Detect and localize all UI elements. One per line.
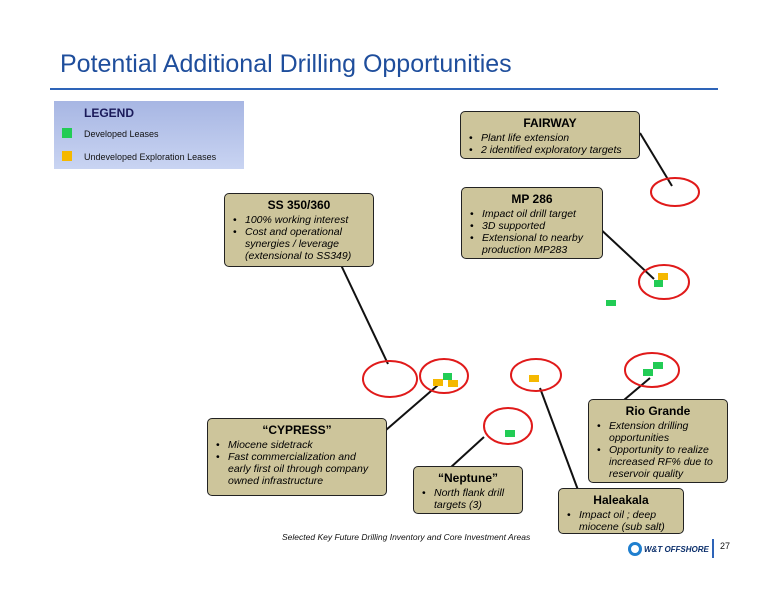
riogrande-bullet: Extension drilling opportunities bbox=[597, 420, 721, 444]
ss350-target-circle bbox=[362, 360, 418, 398]
haleakala-title: Haleakala bbox=[593, 493, 649, 507]
mp286-title: MP 286 bbox=[511, 192, 553, 206]
neptune-callout: “Neptune” North flank drill targets (3) bbox=[413, 466, 523, 514]
legend-title: LEGEND bbox=[84, 106, 135, 120]
riogrande-connector bbox=[623, 377, 651, 401]
cypress-target-circle bbox=[419, 358, 469, 394]
mp286-bullet: Impact oil drill target bbox=[470, 208, 596, 220]
haleakala-connector bbox=[539, 387, 579, 491]
slide-title: Potential Additional Drilling Opportunit… bbox=[60, 50, 512, 78]
riogrande-callout: Rio Grande Extension drilling opportunit… bbox=[588, 399, 728, 483]
title-rule bbox=[50, 88, 718, 90]
fairway-connector bbox=[639, 132, 673, 187]
fairway-title: FAIRWAY bbox=[523, 116, 577, 130]
cypress-undeveloped-lease-2 bbox=[448, 380, 458, 387]
haleakala-callout: Haleakala Impact oil ; deep miocene (sub… bbox=[558, 488, 684, 534]
mp286-target-circle bbox=[638, 264, 690, 300]
riogrande-developed-lease-2 bbox=[643, 369, 653, 376]
neptune-developed-lease bbox=[505, 430, 515, 437]
cypress-bullet: Miocene sidetrack bbox=[216, 439, 380, 451]
cypress-title: “CYPRESS” bbox=[262, 423, 332, 437]
developed-lease bbox=[606, 300, 616, 306]
haleakala-bullet: Impact oil ; deep miocene (sub salt) bbox=[567, 509, 677, 533]
riogrande-target-circle bbox=[624, 352, 680, 388]
ss350-connector bbox=[340, 264, 389, 365]
undeveloped-label: Undeveloped Exploration Leases bbox=[84, 152, 217, 162]
mp286-connector bbox=[595, 224, 655, 280]
mp286-callout: MP 286 Impact oil drill target 3D suppor… bbox=[461, 187, 603, 259]
footer-divider bbox=[712, 539, 714, 558]
mp286-developed-lease bbox=[654, 280, 663, 287]
mp286-undeveloped-lease bbox=[658, 273, 668, 280]
fairway-callout: FAIRWAY Plant life extension 2 identifie… bbox=[460, 111, 640, 159]
developed-swatch bbox=[62, 128, 72, 138]
mp286-bullet: 3D supported bbox=[470, 220, 596, 232]
riogrande-developed-lease-1 bbox=[653, 362, 663, 369]
slide-caption: Selected Key Future Drilling Inventory a… bbox=[282, 532, 531, 542]
cypress-connector bbox=[385, 384, 439, 431]
neptune-target-circle bbox=[483, 407, 533, 445]
neptune-title: “Neptune” bbox=[438, 471, 498, 485]
cypress-callout: “CYPRESS” Miocene sidetrack Fast commerc… bbox=[207, 418, 387, 496]
developed-label: Developed Leases bbox=[84, 129, 159, 139]
company-logo: W&T OFFSHORE bbox=[628, 541, 709, 557]
undeveloped-swatch bbox=[62, 151, 72, 161]
page-number: 27 bbox=[720, 541, 731, 551]
riogrande-title: Rio Grande bbox=[625, 404, 691, 418]
fairway-bullet: Plant life extension bbox=[469, 132, 633, 144]
logo-icon bbox=[628, 542, 642, 556]
ss350-bullet: Cost and operational synergies / leverag… bbox=[233, 226, 367, 262]
cypress-developed-lease bbox=[443, 373, 452, 380]
neptune-bullet: North flank drill targets (3) bbox=[422, 487, 516, 511]
ss350-callout: SS 350/360 100% working interest Cost an… bbox=[224, 193, 374, 267]
logo-text: W&T OFFSHORE bbox=[644, 544, 709, 554]
mp286-bullet: Extensional to nearby production MP283 bbox=[470, 232, 596, 256]
fairway-bullet: 2 identified exploratory targets bbox=[469, 144, 633, 156]
ss350-title: SS 350/360 bbox=[267, 198, 331, 212]
cypress-undeveloped-lease-1 bbox=[433, 379, 443, 386]
neptune-connector bbox=[449, 436, 485, 469]
legend-box: LEGEND Developed Leases Undeveloped Expl… bbox=[54, 101, 244, 169]
ss350-bullet: 100% working interest bbox=[233, 214, 367, 226]
riogrande-bullet: Opportunity to realize increased RF% due… bbox=[597, 444, 721, 480]
haleakala-undeveloped-lease bbox=[529, 375, 539, 382]
haleakala-target-circle bbox=[510, 358, 562, 392]
fairway-target-circle bbox=[650, 177, 700, 207]
cypress-bullet: Fast commercialization and early first o… bbox=[216, 451, 380, 487]
